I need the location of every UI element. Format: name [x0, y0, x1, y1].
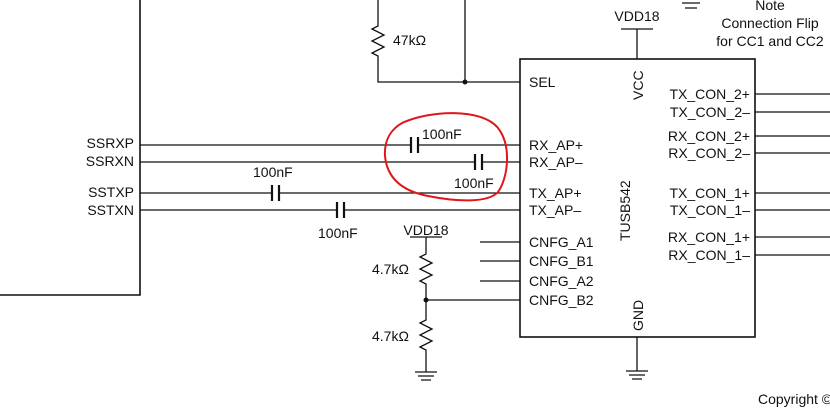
pin-tx-con-1-n: TX_CON_1–: [670, 202, 750, 218]
signal-sstxp: SSTXP: [88, 184, 134, 200]
chip-ground: [626, 337, 648, 380]
pin-tx-ap-p: TX_AP+: [529, 185, 582, 201]
signal-sstxn: SSTXN: [87, 202, 134, 218]
pin-cnfg-b2: CNFG_B2: [529, 292, 594, 308]
supply-vdd18-divider: VDD18: [403, 222, 448, 238]
net-tx-ap-p: [140, 185, 520, 201]
note-title: Note: [755, 0, 785, 13]
cap-tx-p-label: 100nF: [253, 164, 293, 180]
cap-rx-n-label: 100nF: [454, 175, 494, 191]
pin-tx-con-2-p: TX_CON_2+: [669, 86, 750, 102]
net-rx-ap-p: [140, 137, 520, 153]
chip-vcc-label: VCC: [630, 70, 646, 100]
host-block: [0, 0, 141, 296]
signal-ssrxp: SSRXP: [87, 135, 134, 151]
pin-rx-con-1-n: RX_CON_1–: [668, 247, 750, 263]
pin-rx-con-2-n: RX_CON_2–: [668, 145, 750, 161]
supply-vdd18-top: VDD18: [614, 8, 659, 24]
pin-tx-con-2-n: TX_CON_2–: [670, 104, 750, 120]
net-rx-ap-n: [140, 154, 520, 170]
highlight-annotation: [383, 112, 509, 202]
copyright-text: Copyright ©: [758, 391, 830, 407]
pin-cnfg-b1: CNFG_B1: [529, 253, 594, 269]
divider-bottom-label: 4.7kΩ: [372, 328, 409, 344]
pin-sel: SEL: [529, 74, 556, 90]
net-tx-ap-n: [140, 202, 520, 218]
cap-rx-p-label: 100nF: [422, 126, 462, 142]
pin-cnfg-a2: CNFG_A2: [529, 273, 594, 289]
vcc-supply: [621, 28, 653, 59]
pin-rx-con-1-p: RX_CON_1+: [668, 229, 750, 245]
pin-rx-ap-n: RX_AP–: [529, 154, 583, 170]
note-line-3: for CC1 and CC2: [716, 33, 824, 49]
pin-tx-con-1-p: TX_CON_1+: [669, 185, 750, 201]
pin-rx-ap-p: RX_AP+: [529, 137, 583, 153]
pin-rx-con-2-p: RX_CON_2+: [668, 128, 750, 144]
pin-cnfg-a1: CNFG_A1: [529, 234, 594, 250]
note-ground-symbol: [682, 2, 700, 9]
connector-lines: [755, 93, 830, 256]
pin-tx-ap-n: TX_AP–: [529, 202, 581, 218]
cnfg-divider: [410, 236, 520, 381]
chip-name: TUSB542: [617, 180, 633, 241]
divider-top-label: 4.7kΩ: [372, 261, 409, 277]
note-line-2: Connection Flip: [721, 15, 818, 31]
chip-gnd-label: GND: [630, 300, 646, 331]
cap-tx-n-label: 100nF: [318, 225, 358, 241]
pullup-resistor-label: 47kΩ: [393, 32, 426, 48]
sel-net: [370, 0, 520, 85]
signal-ssrxn: SSRXN: [86, 153, 134, 169]
cnfg-stubs: [480, 241, 520, 282]
